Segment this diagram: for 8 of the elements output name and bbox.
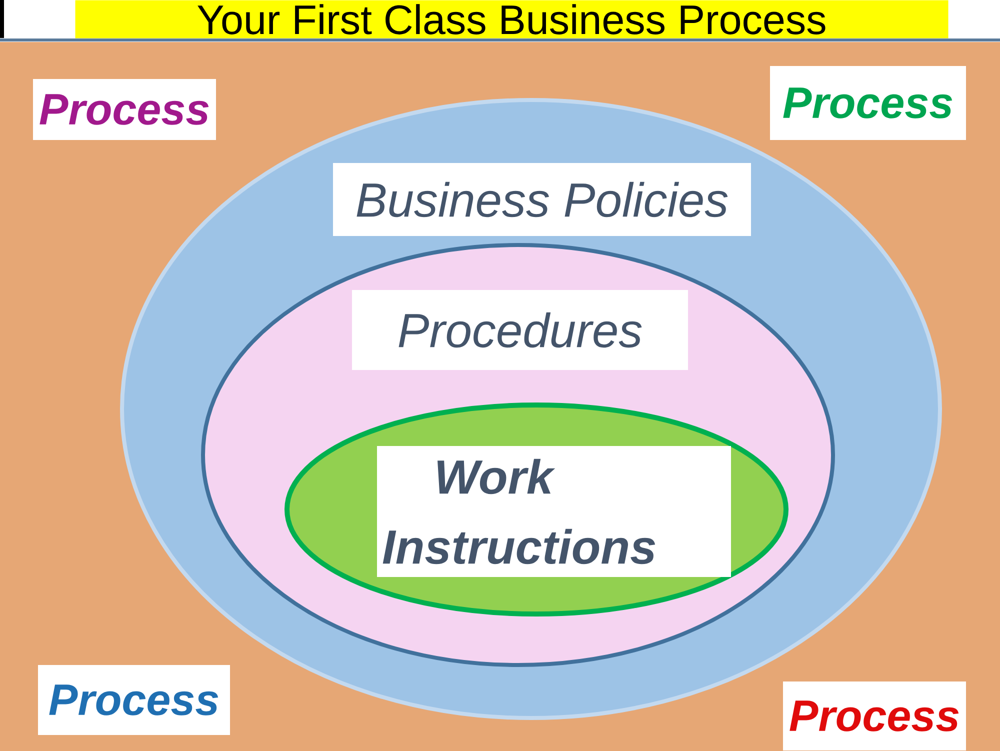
- process-label: Process: [33, 79, 216, 140]
- text-label: Business Policies: [333, 163, 751, 236]
- process-label: Process: [38, 665, 230, 735]
- process-label: Process: [770, 66, 966, 140]
- text-label: Work Instructions: [377, 446, 731, 577]
- title: Your First Class Business Process: [75, 0, 948, 38]
- text-label: Procedures: [352, 290, 688, 370]
- process-label: Process: [783, 682, 966, 750]
